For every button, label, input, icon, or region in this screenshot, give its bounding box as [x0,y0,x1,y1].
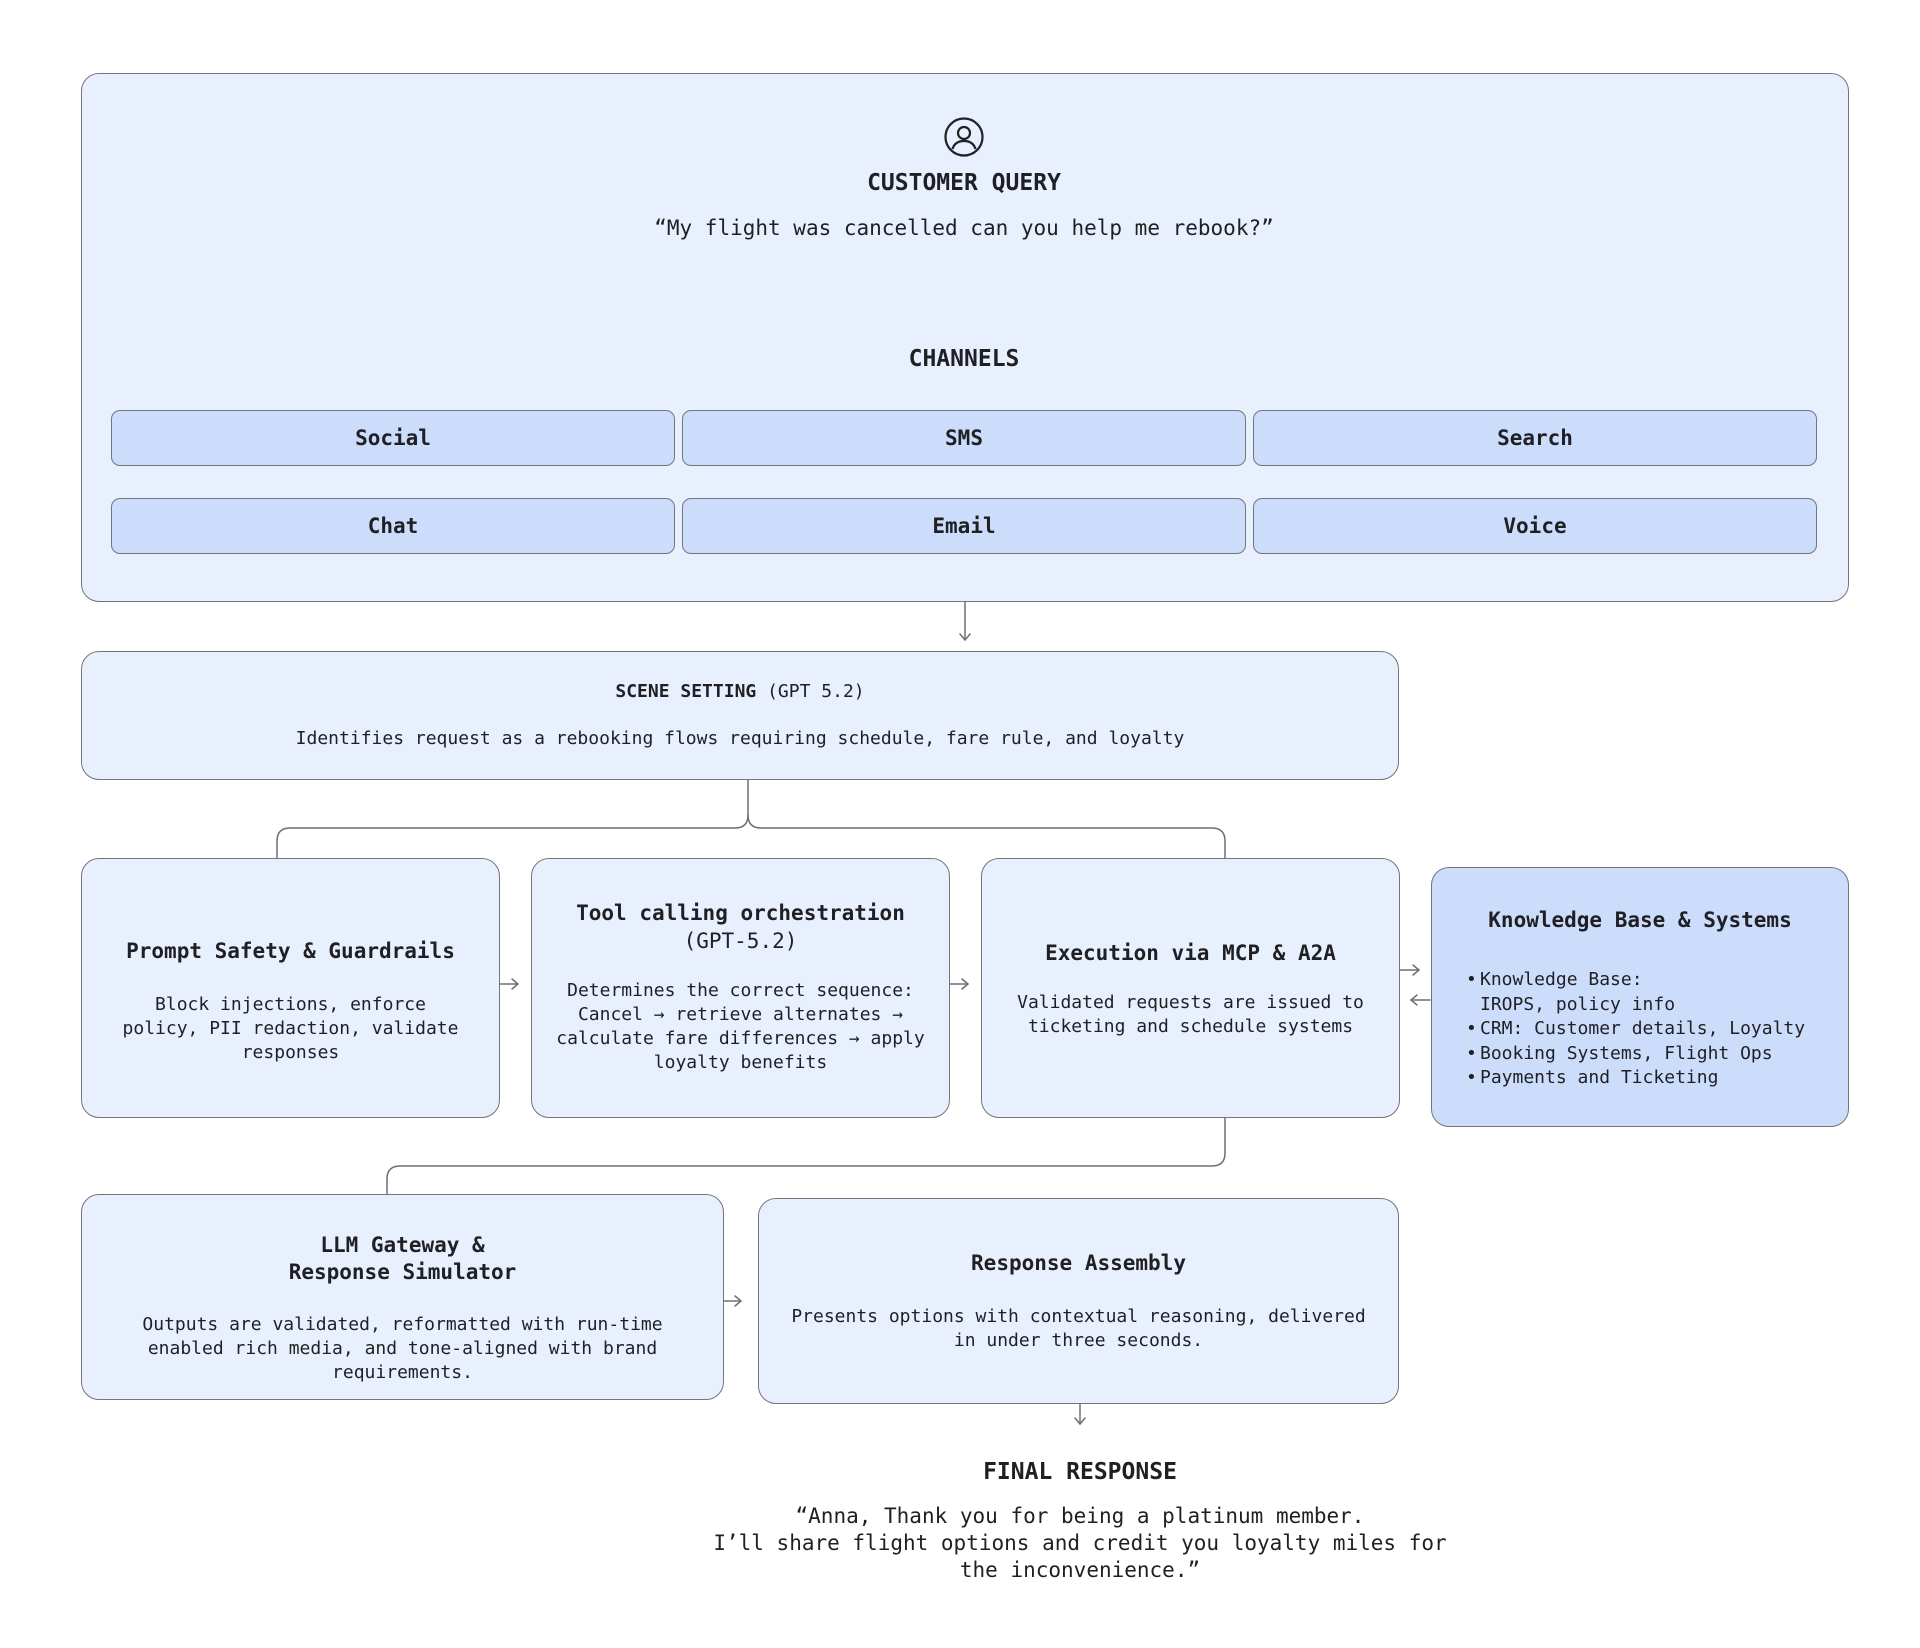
final-response-line: the inconvenience.” [959,1558,1201,1582]
knowledge-base-title: Knowledge Base & Systems [1488,908,1792,932]
knowledge-base-item: •Payments and Ticketing [1466,1067,1719,1088]
channel-email[interactable]: Email [682,498,1246,554]
llm-gateway-title-line1: LLM Gateway & [320,1233,485,1257]
knowledge-base-item: •CRM: Customer details, Loyalty [1466,1018,1806,1039]
tool-calling-title: Tool calling orchestration [576,901,905,925]
channels-title: CHANNELS [908,346,1020,372]
execution-description: Validated requests are issued to ticketi… [1017,992,1364,1037]
scene-setting-description: Identifies request as a rebooking flows … [295,728,1185,749]
channel-social[interactable]: Social [111,410,675,466]
prompt-safety-title: Prompt Safety & Guardrails [126,939,455,963]
knowledge-base-item: •Booking Systems, Flight Ops [1466,1042,1773,1064]
response-assembly-description: Presents options with contextual reasoni… [791,1306,1366,1351]
tool-calling-description: Determines the correct sequence: Cancel … [556,980,925,1073]
scene-setting-model: (GPT 5.2) [767,681,865,702]
response-assembly-title: Response Assembly [971,1251,1186,1275]
scene-setting-label: SCENE SETTING [615,681,757,702]
tool-calling-box: Tool calling orchestration (GPT-5.2) Det… [531,858,950,1118]
channel-voice[interactable]: Voice [1253,498,1817,554]
llm-gateway-title-line2: Response Simulator [288,1260,517,1284]
scene-setting-box: SCENE SETTING (GPT 5.2) Identifies reque… [81,651,1399,780]
channel-chat[interactable]: Chat [111,498,675,554]
final-response-title: FINAL RESPONSE [983,1459,1177,1485]
llm-gateway-box: LLM Gateway & Response Simulator Outputs… [81,1194,724,1400]
knowledge-base-list: •Knowledge Base: IROPS, policy info •CRM… [1466,968,1805,1091]
final-response-line: “Anna, Thank you for being a platinum me… [795,1504,1365,1528]
scene-setting-title: SCENE SETTING (GPT 5.2) [82,681,1398,702]
channel-sms[interactable]: SMS [682,410,1246,466]
response-assembly-box: Response Assembly Presents options with … [758,1198,1399,1404]
knowledge-base-item: •Knowledge Base: IROPS, policy info [1466,969,1676,1015]
final-response-line: I’ll share flight options and credit you… [713,1531,1447,1555]
prompt-safety-box: Prompt Safety & Guardrails Block injecti… [81,858,500,1118]
execution-title: Execution via MCP & A2A [1045,941,1336,965]
channel-search[interactable]: Search [1253,410,1817,466]
execution-box: Execution via MCP & A2A Validated reques… [981,858,1400,1118]
llm-gateway-description: Outputs are validated, reformatted with … [142,1314,663,1383]
user-icon [944,117,984,157]
prompt-safety-description: Block injections, enforce policy, PII re… [122,994,459,1063]
knowledge-base-box: Knowledge Base & Systems •Knowledge Base… [1431,867,1849,1127]
customer-query-quote: “My flight was cancelled can you help me… [654,216,1274,240]
final-response-quote: “Anna, Thank you for being a platinum me… [630,1503,1530,1584]
customer-query-title: CUSTOMER QUERY [867,170,1061,196]
tool-calling-model: (GPT-5.2) [683,929,798,953]
